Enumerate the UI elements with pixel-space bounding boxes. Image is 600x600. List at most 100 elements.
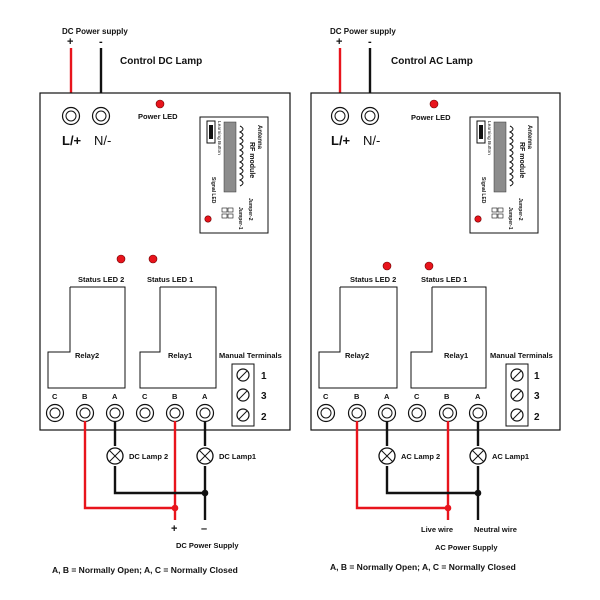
top-minus-sign: -	[368, 36, 372, 48]
power-terminal-nminus	[91, 106, 111, 126]
terminal-label: A	[384, 392, 390, 401]
junction-neutral	[474, 489, 482, 497]
relay-1: Relay1	[410, 286, 487, 389]
power-led-icon	[155, 99, 165, 109]
terminal-screw-icon	[316, 403, 336, 423]
terminal-label: C	[52, 392, 58, 401]
terminal-screw-icon	[468, 403, 488, 423]
legend-text: A, B = Normally Open; A, C = Normally Cl…	[52, 565, 238, 575]
lamp-icon	[106, 447, 124, 465]
manual-screw-1	[510, 368, 524, 382]
relay-2: Relay2	[318, 286, 398, 389]
jumper1-label: Jumper-1	[237, 207, 243, 230]
terminal-screw-icon	[75, 403, 95, 423]
status-led-1-icon	[148, 254, 158, 264]
relay2-b-live-wire	[355, 421, 448, 510]
top-plus-sign: +	[67, 36, 73, 48]
output-terminals	[45, 403, 215, 423]
manual-screw-2	[510, 408, 524, 422]
signal-led-label: Signal LED	[480, 177, 486, 204]
signal-led-icon	[474, 215, 482, 223]
panel-control-dc-lamp: DC Power supply + - Control DC Lamp L/+ …	[39, 27, 291, 575]
manual-number: 3	[534, 391, 540, 402]
relay2-label: Relay2	[345, 351, 369, 360]
power-led-label: Power LED	[411, 113, 451, 122]
rf-module-bar	[493, 121, 507, 193]
status-led-2-icon	[382, 261, 392, 271]
terminal-label: B	[354, 392, 360, 401]
lamp1-label: DC Lamp1	[219, 452, 256, 461]
panel-title: Control AC Lamp	[391, 56, 473, 67]
jumper-icon	[491, 207, 504, 219]
terminal-screw-icon	[438, 403, 458, 423]
manual-number: 2	[261, 412, 267, 423]
lplus-label: L/+	[331, 133, 351, 148]
lamp-icon	[378, 447, 396, 465]
junction-negative	[201, 489, 209, 497]
relay1-label: Relay1	[444, 351, 468, 360]
bottom-minus-sign: –	[201, 523, 207, 535]
manual-number: 1	[261, 371, 267, 382]
terminal-screw-icon	[347, 403, 367, 423]
top-plus-sign: +	[336, 36, 342, 48]
relay2-b-positive-wire	[83, 421, 175, 510]
terminal-label: B	[82, 392, 88, 401]
terminal-screw-icon	[407, 403, 427, 423]
relay-2: Relay2	[47, 286, 126, 389]
power-led-icon	[429, 99, 439, 109]
rf-module: Antenna RF module Learning Button Signal…	[469, 116, 539, 234]
legend-text: A, B = Normally Open; A, C = Normally Cl…	[330, 562, 516, 572]
terminal-label: A	[202, 392, 208, 401]
terminal-screw-icon	[45, 403, 65, 423]
terminal-screw-icon	[195, 403, 215, 423]
rf-module: Antenna RF module Learning Button Signal…	[199, 116, 269, 234]
terminal-label: A	[475, 392, 481, 401]
signal-led-icon	[204, 215, 212, 223]
panel-title: Control DC Lamp	[120, 56, 202, 67]
terminal-label: B	[444, 392, 450, 401]
nminus-label: N/-	[94, 133, 111, 148]
rf-module-bar	[223, 121, 237, 193]
antenna-label: Antenna	[256, 125, 262, 150]
status-led-2-icon	[116, 254, 126, 264]
manual-screw-2	[236, 408, 250, 422]
lamp2-return-wire	[113, 466, 205, 495]
status-led-1-label: Status LED 1	[147, 275, 193, 284]
terminal-label: C	[142, 392, 148, 401]
relay-1: Relay1	[139, 286, 217, 389]
manual-number: 1	[534, 371, 540, 382]
manual-screw-1	[236, 368, 250, 382]
junction-positive	[171, 504, 179, 512]
rf-module-label: RF module	[518, 142, 525, 178]
output-terminals	[316, 403, 488, 423]
top-supply-label: DC Power supply	[330, 27, 396, 36]
bottom-supply-label: DC Power Supply	[176, 541, 239, 550]
status-led-2-label: Status LED 2	[78, 275, 124, 284]
signal-led-label: Signal LED	[210, 177, 216, 204]
jumper2-label: Jumper-2	[247, 198, 253, 221]
junction-live	[444, 504, 452, 512]
status-led-2-label: Status LED 2	[350, 275, 396, 284]
terminal-screw-icon	[105, 403, 125, 423]
live-wire-label: Live wire	[421, 525, 453, 534]
antenna-coil-icon	[238, 125, 244, 187]
status-led-1-icon	[424, 261, 434, 271]
terminal-label: B	[172, 392, 178, 401]
power-terminal-nminus	[360, 106, 380, 126]
terminal-label: C	[323, 392, 329, 401]
power-led-label: Power LED	[138, 112, 178, 121]
rf-module-label: RF module	[248, 142, 255, 178]
manual-number: 3	[261, 391, 267, 402]
status-led-1-label: Status LED 1	[421, 275, 467, 284]
antenna-coil-icon	[508, 125, 514, 187]
power-terminal-lplus	[61, 106, 81, 126]
lamp2-label: AC Lamp 2	[401, 452, 440, 461]
bottom-supply-label: AC Power Supply	[435, 543, 498, 552]
manual-screw-3	[510, 388, 524, 402]
nminus-label: N/-	[363, 133, 380, 148]
lamp1-label: AC Lamp1	[492, 452, 529, 461]
jumper-icon	[221, 207, 234, 219]
top-supply-label: DC Power supply	[62, 27, 128, 36]
